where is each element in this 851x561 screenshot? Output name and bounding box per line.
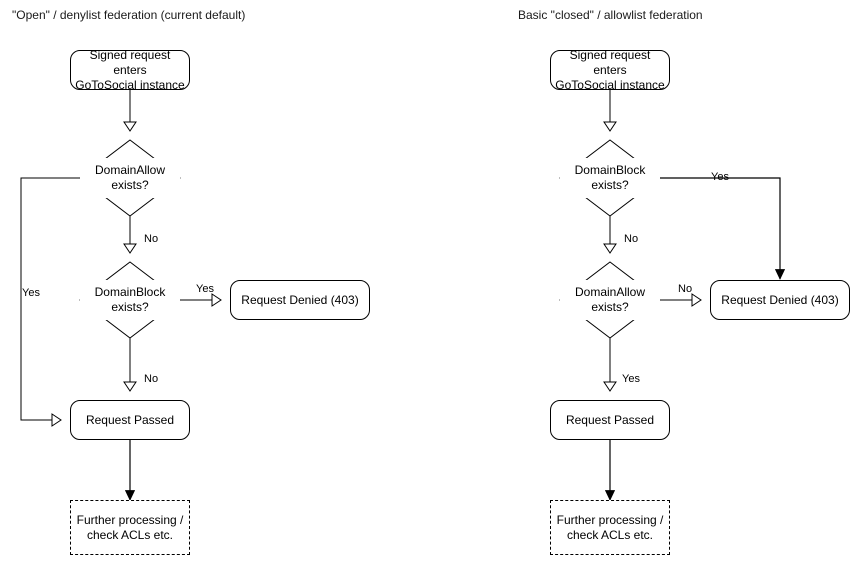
node-signed-request-entry: Signed request enters GoToSocial instanc… bbox=[550, 47, 670, 92]
edge-label-domainallow-no: No bbox=[678, 283, 693, 295]
edge-label-domainblock-no: No bbox=[144, 373, 159, 385]
node-label: DomainBlock exists? bbox=[574, 163, 646, 192]
node-decision-domainblock: DomainBlock exists? bbox=[80, 280, 180, 320]
node-label: Request Passed bbox=[565, 412, 655, 427]
node-request-passed: Request Passed bbox=[70, 400, 190, 440]
node-further-processing: Further processing / check ACLs etc. bbox=[70, 500, 190, 555]
edge-label-domainallow-yes: Yes bbox=[22, 287, 40, 299]
edge-label-domainblock-no: No bbox=[624, 233, 639, 245]
node-decision-domainallow: DomainAllow exists? bbox=[80, 158, 180, 198]
edge-label-domainallow-yes: Yes bbox=[622, 373, 640, 385]
diagram-title-open-denylist: "Open" / denylist federation (current de… bbox=[12, 8, 246, 22]
node-request-passed: Request Passed bbox=[550, 400, 670, 440]
edge-domainallow-yes-to-request-passed bbox=[20, 177, 80, 427]
node-request-denied: Request Denied (403) bbox=[710, 280, 850, 320]
node-decision-domainallow: DomainAllow exists? bbox=[560, 280, 660, 320]
edge-label-domainblock-yes: Yes bbox=[196, 283, 214, 295]
node-decision-domainblock: DomainBlock exists? bbox=[560, 158, 660, 198]
node-label: DomainBlock exists? bbox=[94, 285, 166, 314]
node-label: Request Passed bbox=[85, 412, 175, 427]
node-label: Signed request enters GoToSocial instanc… bbox=[555, 47, 665, 92]
node-label: DomainAllow exists? bbox=[94, 163, 166, 192]
edge-domainblock-yes-to-request-denied bbox=[660, 177, 780, 279]
node-label: DomainAllow exists? bbox=[574, 285, 646, 314]
node-label: Request Denied (403) bbox=[241, 292, 359, 307]
node-signed-request-entry: Signed request enters GoToSocial instanc… bbox=[70, 47, 190, 92]
node-request-denied: Request Denied (403) bbox=[230, 280, 370, 320]
node-label: Signed request enters GoToSocial instanc… bbox=[75, 47, 185, 92]
edge-label-domainallow-no: No bbox=[144, 233, 159, 245]
node-label: Further processing / check ACLs etc. bbox=[556, 512, 664, 542]
node-further-processing: Further processing / check ACLs etc. bbox=[550, 500, 670, 555]
diagram-title-closed-allowlist: Basic "closed" / allowlist federation bbox=[518, 8, 703, 22]
node-label: Further processing / check ACLs etc. bbox=[76, 512, 184, 542]
edge-label-domainblock-yes: Yes bbox=[711, 171, 729, 183]
node-label: Request Denied (403) bbox=[721, 292, 839, 307]
